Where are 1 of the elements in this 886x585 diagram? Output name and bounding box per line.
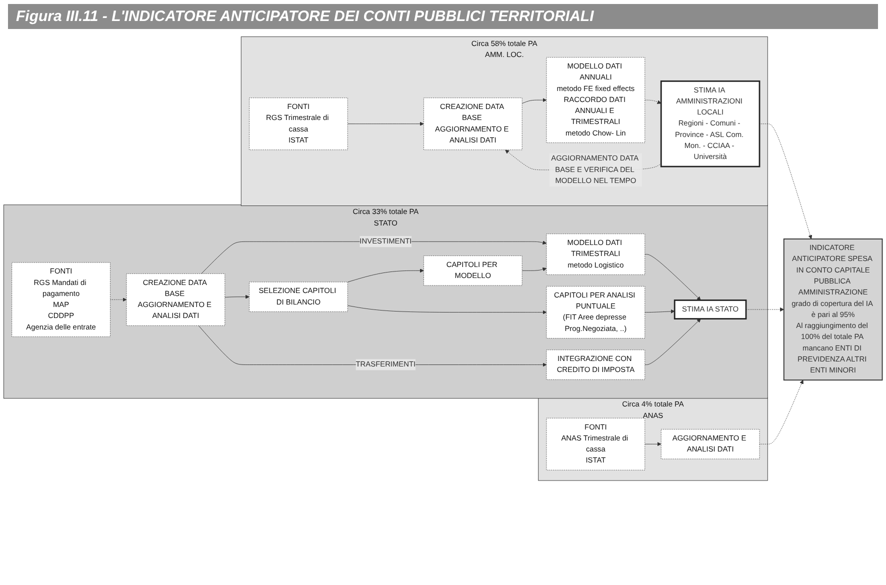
figure-title: Figura III.11 - L'INDICATORE ANTICIPATORE DEI CONTI PUBBLICI TERRITORIALI — [8, 4, 878, 29]
